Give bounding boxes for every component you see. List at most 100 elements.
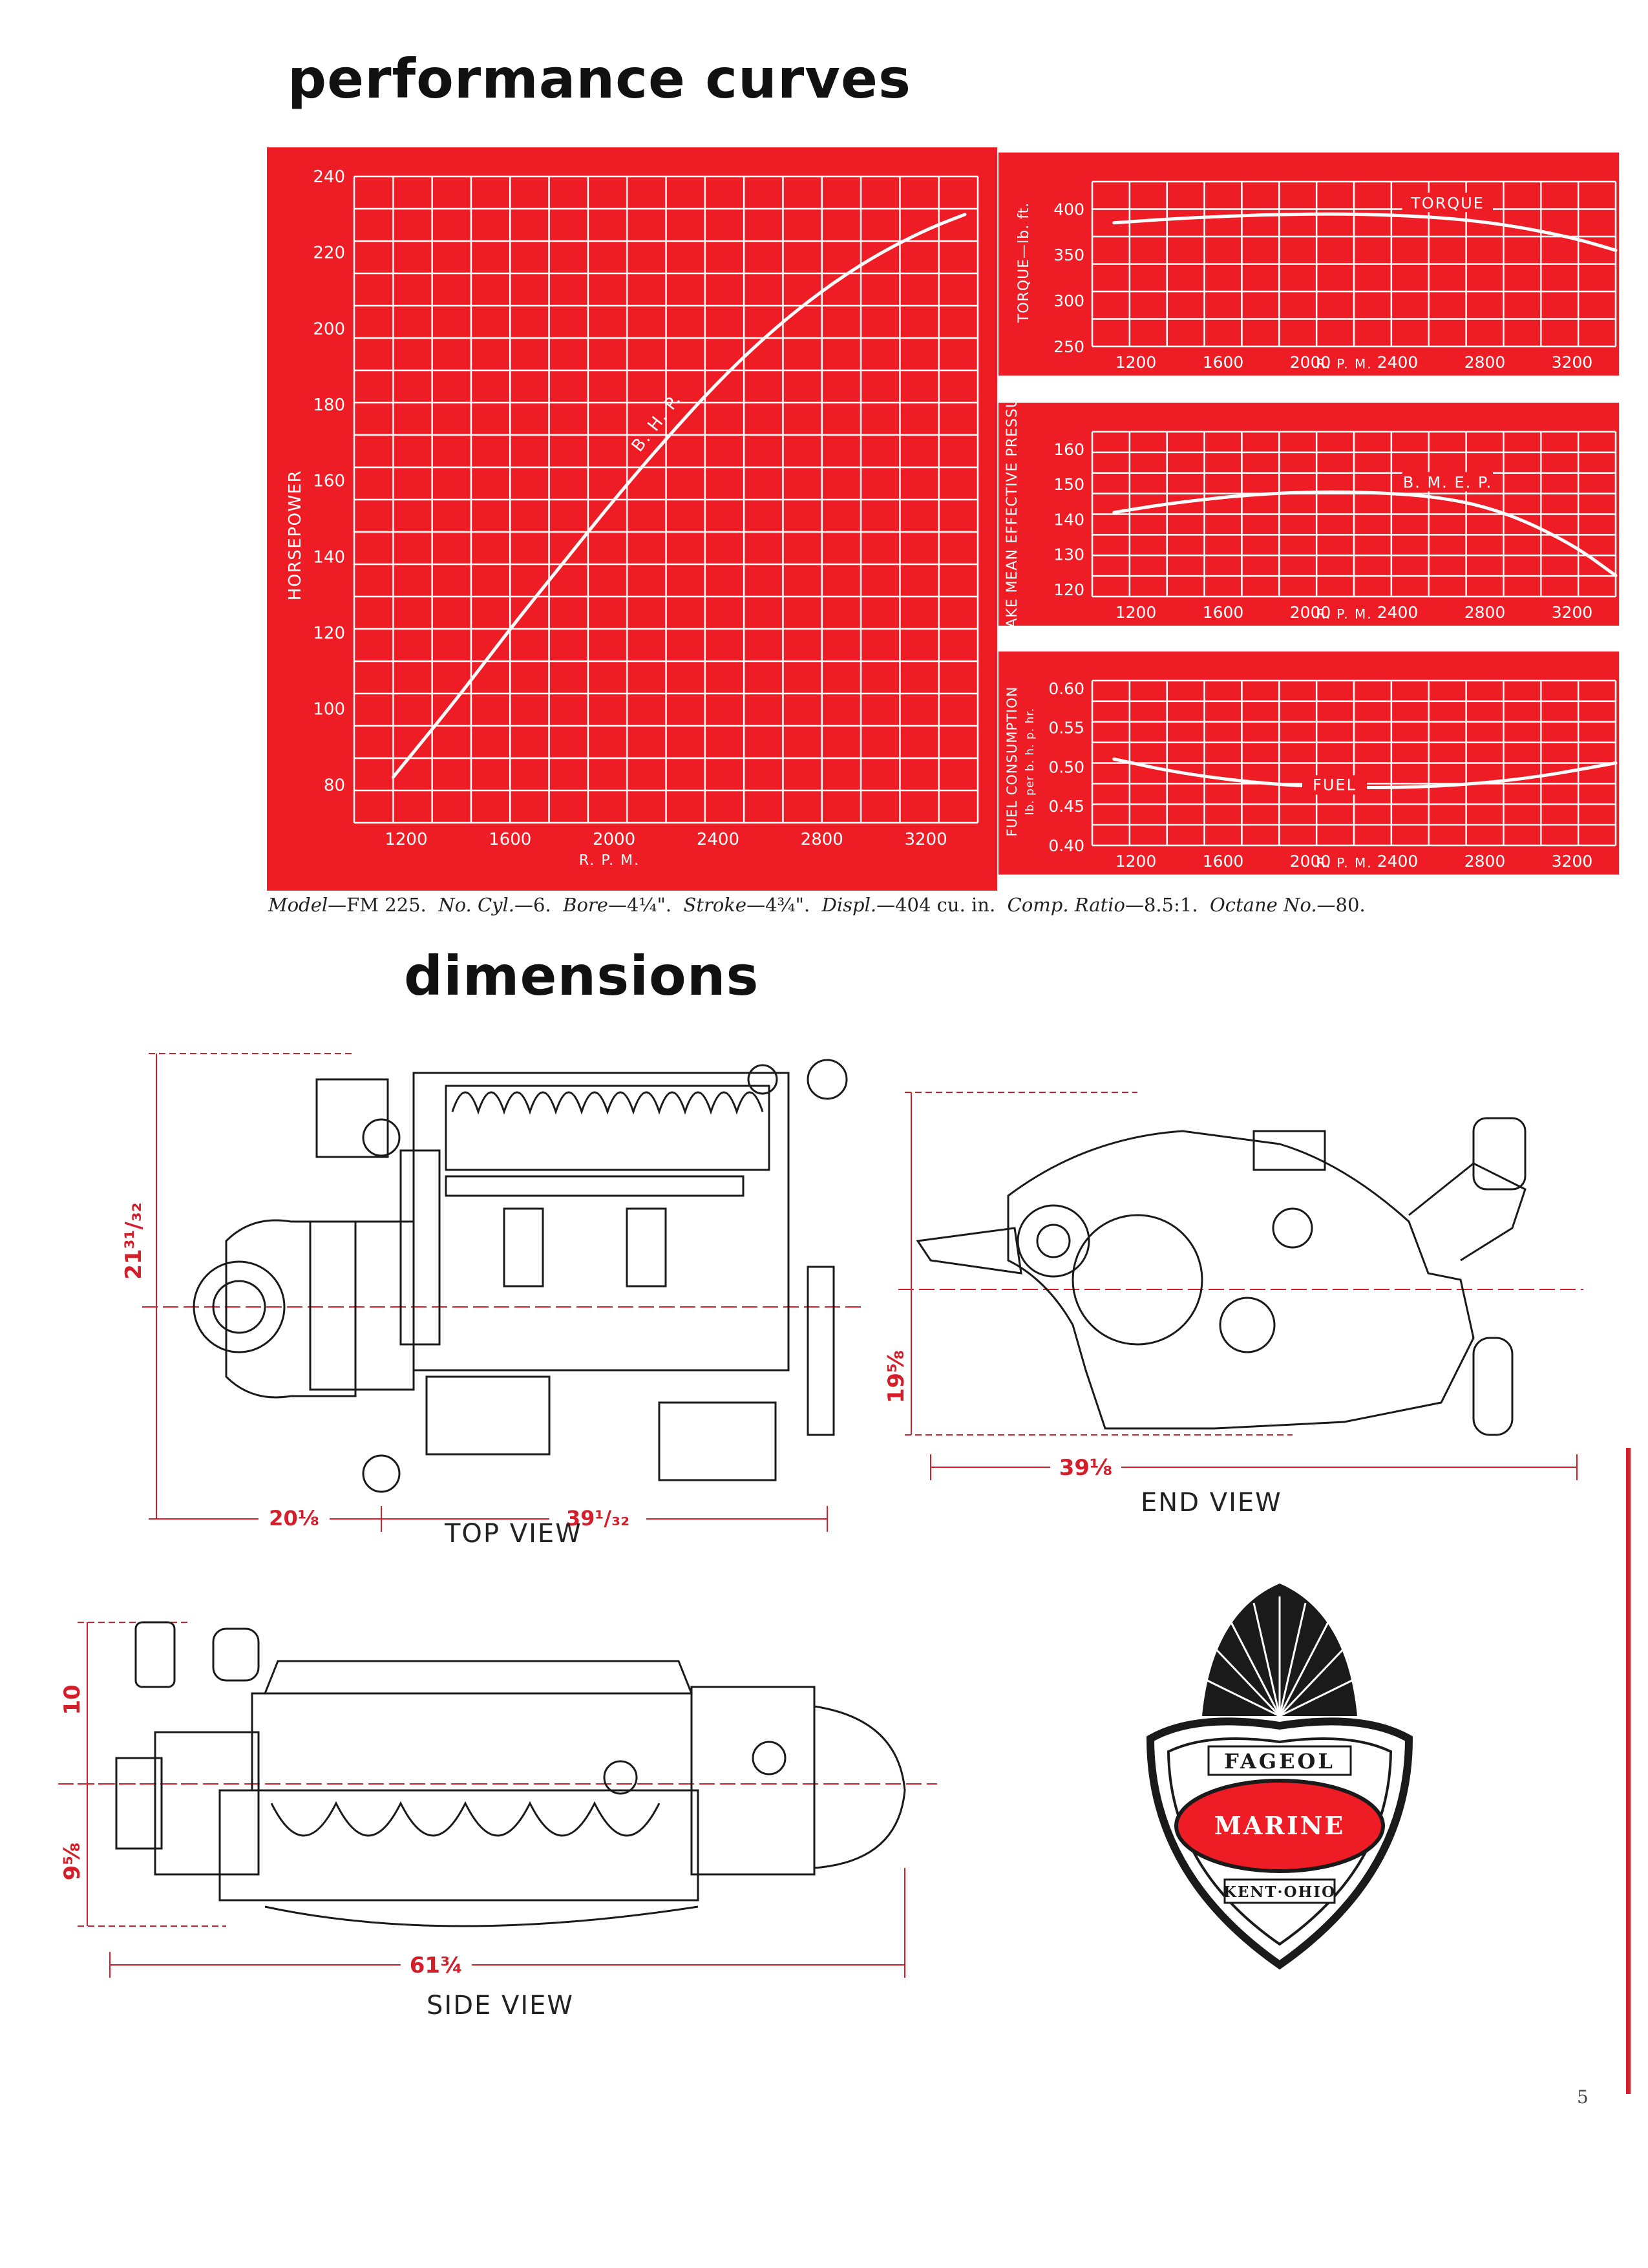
x-axis-label: R. P. M. [579, 853, 640, 869]
series-line [391, 213, 967, 779]
dimensions-heading: dimensions [404, 944, 759, 1008]
y-tick-label: 0.45 [1048, 797, 1084, 816]
chart-background [267, 147, 997, 891]
x-tick-label: 2000 [1290, 852, 1331, 871]
y-tick-label: 180 [313, 396, 345, 415]
series-line [1112, 490, 1618, 577]
x-axis-label: R. P. M. [1316, 356, 1372, 372]
series-line [1112, 212, 1618, 252]
series-label-backing [1302, 775, 1367, 795]
x-axis-label: R. P. M. [1316, 855, 1372, 871]
x-tick-label: 1200 [1115, 353, 1157, 372]
page-edge-bar [1626, 1448, 1631, 2094]
dimension-label-backing [549, 1510, 646, 1528]
ratio-label: Comp. Ratio [1007, 894, 1125, 916]
top-view-right-dimension: 39¹/₃₂ [566, 1506, 629, 1531]
end-view-label: END VIEW [1141, 1488, 1282, 1518]
end-view-width-dimension: 39⅛ [1059, 1455, 1113, 1481]
bore-value: —4¼". [607, 894, 672, 916]
y-tick-label: 350 [1053, 246, 1084, 264]
y-tick-label: 140 [313, 547, 345, 567]
displ-value: —404 cu. in. [876, 894, 996, 916]
y-axis-label: FUEL CONSUMPTION [1004, 686, 1020, 837]
side-view-label: SIDE VIEW [427, 1991, 574, 2020]
y-tick-label: 160 [313, 472, 345, 491]
top-view-drawing: 21³¹/₃₂ 20⅛ 39¹/₃₂ [121, 1053, 866, 1532]
side-view-upper-dimension: 10 [59, 1684, 85, 1715]
y-tick-label: 150 [1053, 475, 1084, 494]
y-tick-label: 240 [313, 167, 345, 187]
bore-label: Bore [563, 894, 608, 916]
dimension-lines [142, 1053, 866, 1532]
y-axis-label: HORSEPOWER [286, 470, 305, 600]
x-tick-label: 2800 [801, 830, 843, 849]
side-view-drawing: 10 9⅝ 61¾ [58, 1621, 937, 1978]
x-tick-label: 2400 [1377, 852, 1419, 871]
horsepower-chart: 1200 1600 2000 2400 2800 3200 240 220 200 180 160 1… [267, 147, 997, 891]
engine-outline [193, 1059, 848, 1493]
y-tick-label: 100 [313, 700, 345, 719]
model-label: Model [268, 894, 328, 916]
x-tick-label: 2400 [1377, 603, 1419, 622]
stroke-label: Stroke [683, 894, 747, 916]
y-tick-label: 120 [1053, 580, 1084, 599]
x-tick-label: 1600 [1203, 852, 1244, 871]
y-tick-label: 0.40 [1048, 836, 1084, 855]
x-tick-label: 1200 [385, 830, 427, 849]
cyl-value: —6. [514, 894, 551, 916]
x-tick-label: 2800 [1464, 353, 1506, 372]
x-tick-label: 1200 [1115, 852, 1157, 871]
x-tick-label: 2000 [593, 830, 635, 849]
x-tick-label: 1200 [1115, 603, 1157, 622]
badge-sunburst [1202, 1584, 1357, 1717]
engine-outline [916, 1117, 1527, 1436]
side-view-length-dimension: 61¾ [410, 1953, 463, 1978]
chart-grid [353, 175, 979, 824]
fageol-marine-badge: FAGEOL MARINE KENT·OHIO [1146, 1584, 1413, 1970]
y-tick-label: 400 [1053, 200, 1084, 218]
displ-label: Displ. [821, 894, 877, 916]
end-view-height-dimension: 19⅝ [883, 1350, 909, 1404]
y-axis-sublabel: lb. per b. h. p. hr. [1024, 708, 1037, 815]
y-tick-label: 0.60 [1048, 679, 1084, 698]
engine-specs-caption: Model—FM 225. No. Cyl.—6. Bore—4¼". Stro… [268, 894, 1625, 916]
y-tick-label: 220 [313, 244, 345, 263]
y-tick-label: 200 [313, 319, 345, 339]
badge-top-text: FAGEOL [1224, 1749, 1335, 1774]
engine-outline [115, 1621, 906, 1927]
performance-curves-heading: performance curves [288, 47, 911, 111]
model-value: —FM 225. [328, 894, 427, 916]
series-label: FUEL [1313, 776, 1357, 794]
y-tick-label: 0.50 [1048, 758, 1084, 776]
stroke-value: —4¾". [746, 894, 810, 916]
badge-oval [1174, 1779, 1385, 1873]
badge-center-text: MARINE [1214, 1811, 1346, 1840]
y-tick-label: 120 [313, 624, 345, 643]
series-label-backing [1402, 193, 1493, 213]
x-tick-label: 2800 [1464, 852, 1506, 871]
x-tick-label: 2400 [697, 830, 739, 849]
x-tick-label: 2800 [1464, 603, 1506, 622]
ratio-value: —8.5:1. [1125, 894, 1198, 916]
y-tick-label: 130 [1053, 546, 1084, 564]
top-view-left-dimension: 20⅛ [269, 1506, 319, 1531]
y-tick-label: 250 [1053, 337, 1084, 356]
x-tick-label: 2000 [1290, 603, 1331, 622]
dimension-label-backing [1050, 1457, 1121, 1478]
dimension-lines [898, 1092, 1583, 1480]
chart-grid [1091, 180, 1617, 348]
y-tick-label: 140 [1053, 510, 1084, 529]
x-tick-label: 2000 [1290, 353, 1331, 372]
octane-value: —80. [1316, 894, 1366, 916]
series-label: TORQUE [1410, 194, 1484, 212]
top-view-height-dimension: 21³¹/₃₂ [121, 1202, 147, 1279]
page-number: 5 [1577, 2086, 1589, 2108]
x-axis-label: R. P. M. [1316, 606, 1372, 622]
dimension-label-backing [259, 1510, 330, 1528]
y-tick-label: 80 [324, 776, 345, 795]
x-tick-label: 3200 [1552, 603, 1593, 622]
x-tick-label: 3200 [904, 830, 947, 849]
x-tick-label: 1600 [489, 830, 531, 849]
